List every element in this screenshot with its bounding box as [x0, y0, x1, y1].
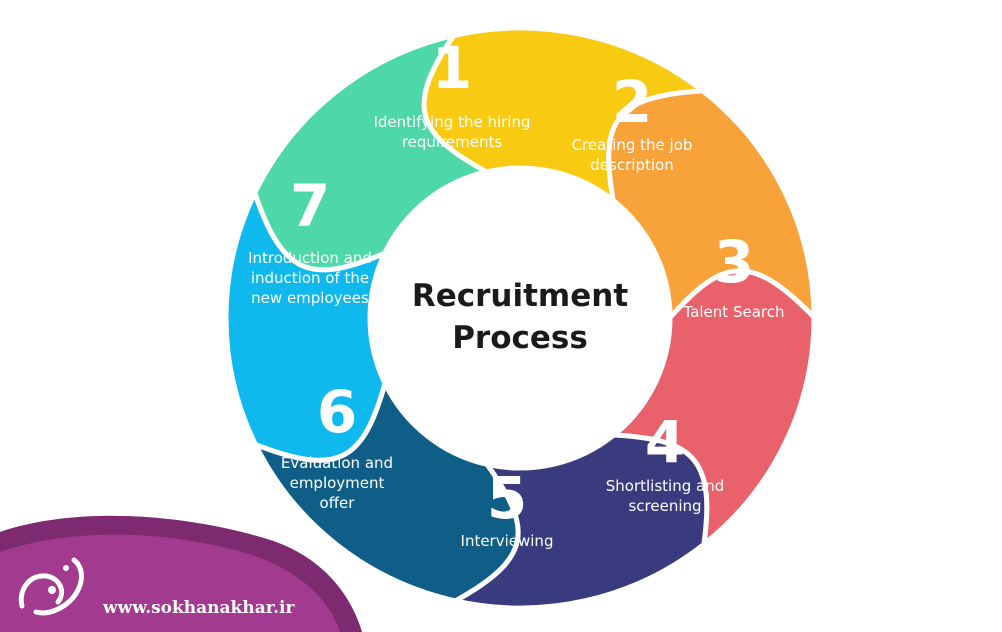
step-2-number: 2	[612, 68, 652, 136]
step-2-label-line-2: description	[590, 156, 673, 174]
segment-ring	[223, 25, 817, 611]
center-title-line-1: Recruitment	[412, 278, 628, 314]
step-1-label-line-1: Identifying the hiring	[373, 113, 530, 131]
watermark-logo	[18, 557, 84, 616]
step-6-label-line-3: offer	[320, 494, 356, 512]
watermark-band-edge	[0, 515, 362, 632]
watermark-url: www.sokhanakhar.ir	[102, 598, 295, 618]
step-7-number: 7	[290, 172, 330, 240]
step-1-number: 1	[432, 34, 472, 102]
step-4-segment	[452, 432, 710, 611]
step-4-label-line-2: screening	[628, 497, 701, 515]
step-3-number: 3	[714, 228, 754, 296]
step-4-label-line-1: Shortlisting and	[606, 477, 724, 495]
step-6-label-line-2: employment	[290, 474, 385, 492]
step-7-label-line-1: Introduction and	[248, 249, 372, 267]
step-2-segment	[606, 88, 817, 321]
step-5-label-line-1: Interviewing	[461, 532, 554, 550]
step-3-segment	[611, 268, 817, 547]
step-4-number: 4	[645, 408, 685, 476]
step-6-segment	[223, 190, 388, 463]
step-7-label-line-2: induction of the	[251, 269, 369, 287]
step-7-segment	[252, 32, 489, 273]
center-title-line-2: Process	[452, 320, 588, 356]
step-1-label-line-2: requirements	[402, 133, 503, 151]
step-6-number: 6	[317, 378, 357, 446]
step-5-segment	[252, 380, 521, 604]
step-7-label-line-3: new employees	[251, 289, 369, 307]
step-6-label-line-1: Evaluation and	[281, 454, 393, 472]
center-circle	[377, 175, 663, 461]
center-hub: Recruitment Process	[377, 175, 663, 461]
step-3-label-line-1: Talent Search	[683, 303, 785, 321]
watermark: www.sokhanakhar.ir	[0, 515, 362, 632]
step-5-number: 5	[487, 464, 527, 532]
step-2-label-line-1: Creating the job	[572, 136, 693, 154]
